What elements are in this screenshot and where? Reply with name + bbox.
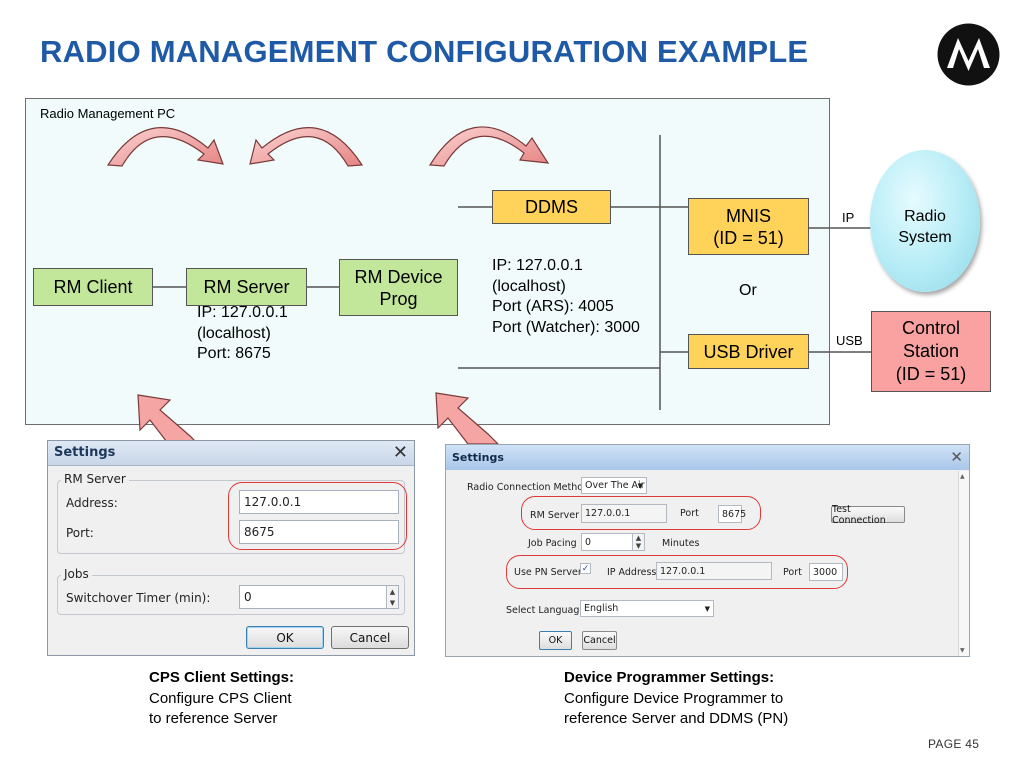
curved-arrow-3: [428, 126, 550, 167]
jobs-group: [57, 575, 405, 615]
client-caption-title: CPS Client Settings:: [149, 669, 295, 686]
conn-method-value: Over The Air: [585, 480, 645, 491]
dialog-titlebar: Settings ✕: [48, 441, 414, 466]
spinner-arrows-icon[interactable]: ▲▼: [632, 534, 644, 550]
slide-title: RADIO MANAGEMENT CONFIGURATION EXAMPLE: [40, 34, 809, 69]
ok-button[interactable]: OK: [246, 626, 324, 649]
ip-address-input[interactable]: 127.0.0.1: [656, 562, 772, 580]
curved-arrow-2: [249, 127, 364, 167]
up-arrow-devprog: [435, 392, 500, 445]
rm-server-group-label: RM Server: [61, 472, 129, 486]
job-pacing-label: Job Pacing: [528, 538, 577, 549]
close-icon[interactable]: ✕: [392, 442, 408, 463]
cancel-button[interactable]: Cancel: [331, 626, 409, 649]
close-icon[interactable]: ✕: [950, 448, 963, 466]
ok-button[interactable]: OK: [539, 631, 572, 650]
up-arrow-client: [137, 394, 202, 447]
devprog-caption: Device Programmer Settings: Configure Dev…: [564, 668, 788, 730]
address-input[interactable]: 127.0.0.1: [239, 490, 399, 514]
switchover-timer-label: Switchover Timer (min):: [66, 591, 211, 605]
radio-system-ellipse: [870, 150, 980, 292]
rm-server-info: IP: 127.0.0.1 (localhost) Port: 8675: [197, 304, 288, 362]
test-connection-button[interactable]: Test Connection: [831, 504, 905, 526]
job-pacing-input[interactable]: 0 ▲▼: [581, 533, 645, 551]
use-pn-checkbox[interactable]: ✓: [580, 563, 591, 574]
dialog-title: Settings: [54, 445, 116, 460]
or-label: Or: [739, 282, 757, 299]
use-pn-label: Use PN Server: [514, 567, 582, 578]
dialog-titlebar: Settings ✕: [446, 445, 969, 470]
devprog-caption-body: Configure Device Programmer to reference…: [564, 689, 789, 728]
dropdown-arrow-icon: ▼: [637, 481, 643, 490]
highlight-ring: [228, 482, 407, 550]
rm-server-box: RM Server: [186, 268, 307, 306]
rm-device-prog-box: RM Device Prog: [339, 259, 458, 316]
client-caption-body: Configure CPS Client to reference Server: [149, 689, 292, 728]
devprog-caption-title: Device Programmer Settings:: [564, 669, 775, 686]
pc-label: Radio Management PC: [40, 106, 176, 121]
scrollbar[interactable]: ▲ ▼: [958, 471, 969, 656]
highlight-ring-pn: [506, 555, 848, 589]
port-label: Port:: [66, 526, 94, 540]
control-station-box: Control Station (ID = 51): [871, 311, 991, 392]
switchover-timer-value: 0: [244, 590, 252, 604]
motorola-logo: [937, 23, 1000, 86]
ip-address-label: IP Address: [607, 567, 657, 578]
language-select[interactable]: English ▼: [580, 600, 714, 617]
ddms-box: DDMS: [492, 190, 611, 224]
client-caption: CPS Client Settings: Configure CPS Client…: [149, 668, 294, 730]
language-label: Select Language: [506, 605, 586, 616]
pn-port-label: Port: [783, 567, 802, 578]
rm-port-label: Port: [680, 508, 699, 519]
cancel-button[interactable]: Cancel: [582, 631, 617, 650]
language-value: English: [584, 603, 619, 614]
scroll-down-icon[interactable]: ▼: [960, 647, 965, 654]
conn-method-select[interactable]: Over The Air ▼: [581, 477, 647, 494]
mnis-box: MNIS (ID = 51): [688, 198, 809, 255]
radio-system-label: Radio System: [898, 208, 952, 246]
job-pacing-value: 0: [585, 536, 592, 548]
spinner-arrows-icon[interactable]: ▲▼: [386, 586, 398, 608]
port-input[interactable]: 8675: [239, 520, 399, 544]
curved-arrow-1: [106, 127, 224, 167]
page-number: PAGE 45: [928, 737, 980, 751]
dropdown-arrow-icon: ▼: [704, 604, 710, 613]
rm-server-label: RM Server: [530, 510, 579, 521]
rm-server-group: [57, 480, 405, 554]
rm-port-input[interactable]: 8675: [718, 505, 746, 523]
ip-label: IP: [842, 210, 855, 225]
switchover-timer-input[interactable]: 0 ▲▼: [239, 585, 399, 609]
jobs-group-label: Jobs: [61, 567, 92, 581]
conn-method-label: Radio Connection Method: [467, 482, 590, 493]
address-label: Address:: [66, 496, 118, 510]
usb-driver-box: USB Driver: [688, 334, 809, 369]
usb-label: USB: [836, 333, 863, 348]
ddms-info: IP: 127.0.0.1 (localhost) Port (ARS): 40…: [492, 257, 640, 336]
minutes-label: Minutes: [662, 538, 700, 549]
client-settings-dialog: Settings ✕ RM Server Address: 127.0.0.1 …: [47, 440, 415, 656]
rm-client-box: RM Client: [33, 268, 153, 306]
dialog-title: Settings: [452, 451, 504, 464]
scroll-up-icon[interactable]: ▲: [960, 473, 965, 480]
highlight-ring-rm: [521, 496, 761, 530]
rm-server-input[interactable]: 127.0.0.1: [581, 504, 667, 523]
devprog-settings-dialog: Settings ✕ Radio Connection Method Over …: [445, 444, 970, 657]
